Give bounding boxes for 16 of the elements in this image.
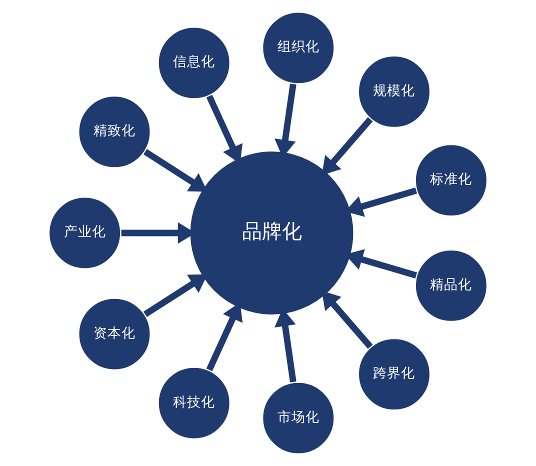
arrow xyxy=(322,117,373,176)
node-circle: 精致化 xyxy=(77,94,152,169)
node-circle: 品牌化 xyxy=(188,150,356,316)
node-circle: 科技化 xyxy=(157,366,232,440)
arrow xyxy=(143,148,208,192)
node-circle: 跨界化 xyxy=(357,337,432,412)
node-circle: 规模化 xyxy=(357,54,432,129)
arrow xyxy=(143,274,208,318)
node-circle: 标准化 xyxy=(414,143,488,218)
node-circle: 市场化 xyxy=(261,381,336,456)
node-circle: 精品化 xyxy=(414,248,488,323)
node-circle: 产业化 xyxy=(48,196,122,270)
node-circle: 信息化 xyxy=(157,26,232,100)
arrow xyxy=(322,290,373,349)
node-circle: 资本化 xyxy=(77,297,152,372)
node-circle: 组织化 xyxy=(261,10,336,85)
